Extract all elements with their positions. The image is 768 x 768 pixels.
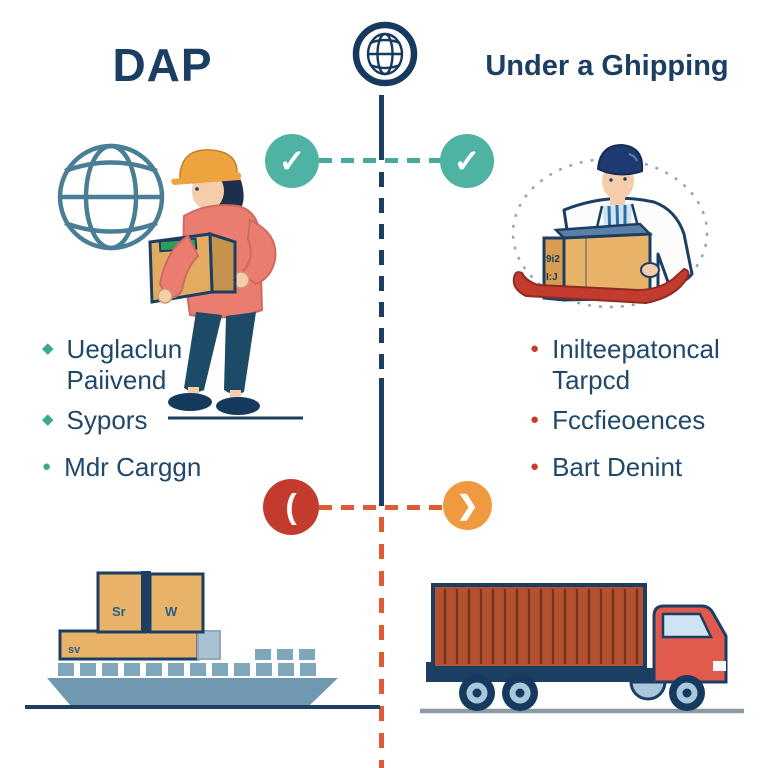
page-title-right: Under a Ghipping bbox=[485, 50, 729, 82]
box-marking: sv bbox=[68, 644, 81, 656]
left-bullet-list: ◆ Ueglaclun Paiivend ◆ Sypors ● Mdr Carg… bbox=[42, 334, 242, 483]
box-marking: 9i2 bbox=[546, 254, 560, 265]
courier-illustration: 9i2 I:J bbox=[511, 143, 709, 309]
hard-hat bbox=[179, 149, 238, 180]
cab-window bbox=[661, 612, 713, 639]
list-item: ◆ Sypors bbox=[42, 405, 148, 435]
orange-dashed-connector bbox=[319, 505, 443, 510]
globe-wireframe-icon bbox=[57, 143, 165, 251]
right-bullet-list: ● Inilteepatoncal Tarpcd ● Fccfieoences … bbox=[530, 334, 755, 483]
chevron-right-circle-icon: ❯ bbox=[443, 481, 492, 530]
bullet-icon: ● bbox=[530, 411, 540, 428]
box-marking: Sr bbox=[112, 604, 126, 619]
truck-illustration bbox=[420, 583, 744, 714]
red-cart bbox=[512, 267, 690, 305]
ship-hull bbox=[47, 678, 338, 705]
worker-illustration bbox=[148, 149, 303, 420]
teal-dashed-connector bbox=[319, 158, 441, 163]
shoe bbox=[168, 393, 212, 411]
list-item: ◆ Ueglaclun Paiivend bbox=[42, 334, 183, 395]
divider-segment-top bbox=[379, 95, 384, 160]
dashed-ellipse bbox=[511, 157, 709, 309]
chevron-left-circle-icon: ( bbox=[263, 479, 319, 535]
chassis bbox=[426, 668, 708, 682]
globe-badge-icon bbox=[352, 21, 418, 87]
check-circle-icon-left: ✓ bbox=[265, 134, 319, 188]
list-item: ● Mdr Carggn bbox=[42, 452, 202, 482]
deck-windows bbox=[58, 649, 316, 676]
wheels bbox=[459, 675, 705, 711]
bullet-icon: ◆ bbox=[42, 340, 54, 357]
list-item: ● Fccfieoences bbox=[530, 405, 706, 435]
ship-illustration: Sr W sv bbox=[25, 571, 380, 709]
check-circle-icon-right: ✓ bbox=[440, 134, 494, 188]
check-glyph: ✓ bbox=[453, 143, 481, 179]
page-title-left: DAP bbox=[112, 39, 213, 91]
beanie-hat bbox=[596, 143, 644, 176]
bullet-icon: ● bbox=[530, 340, 540, 357]
chevron-left-glyph: ( bbox=[285, 487, 297, 526]
list-item: ● Inilteepatoncal Tarpcd bbox=[530, 334, 720, 395]
bullet-icon: ● bbox=[530, 458, 540, 475]
divider-segment-dashed-navy bbox=[379, 172, 384, 378]
shoe bbox=[216, 397, 260, 415]
bullet-icon: ● bbox=[42, 458, 52, 475]
pants bbox=[184, 312, 222, 393]
list-item: ● Bart Denint bbox=[530, 452, 683, 482]
divider-segment-dashed-orange bbox=[379, 517, 384, 768]
check-glyph: ✓ bbox=[278, 143, 306, 179]
bullet-icon: ◆ bbox=[42, 411, 54, 428]
divider-segment-middle bbox=[379, 378, 384, 506]
box-marking: W bbox=[165, 604, 178, 619]
chevron-right-glyph: ❯ bbox=[456, 490, 479, 520]
box-marking: I:J bbox=[546, 272, 558, 283]
